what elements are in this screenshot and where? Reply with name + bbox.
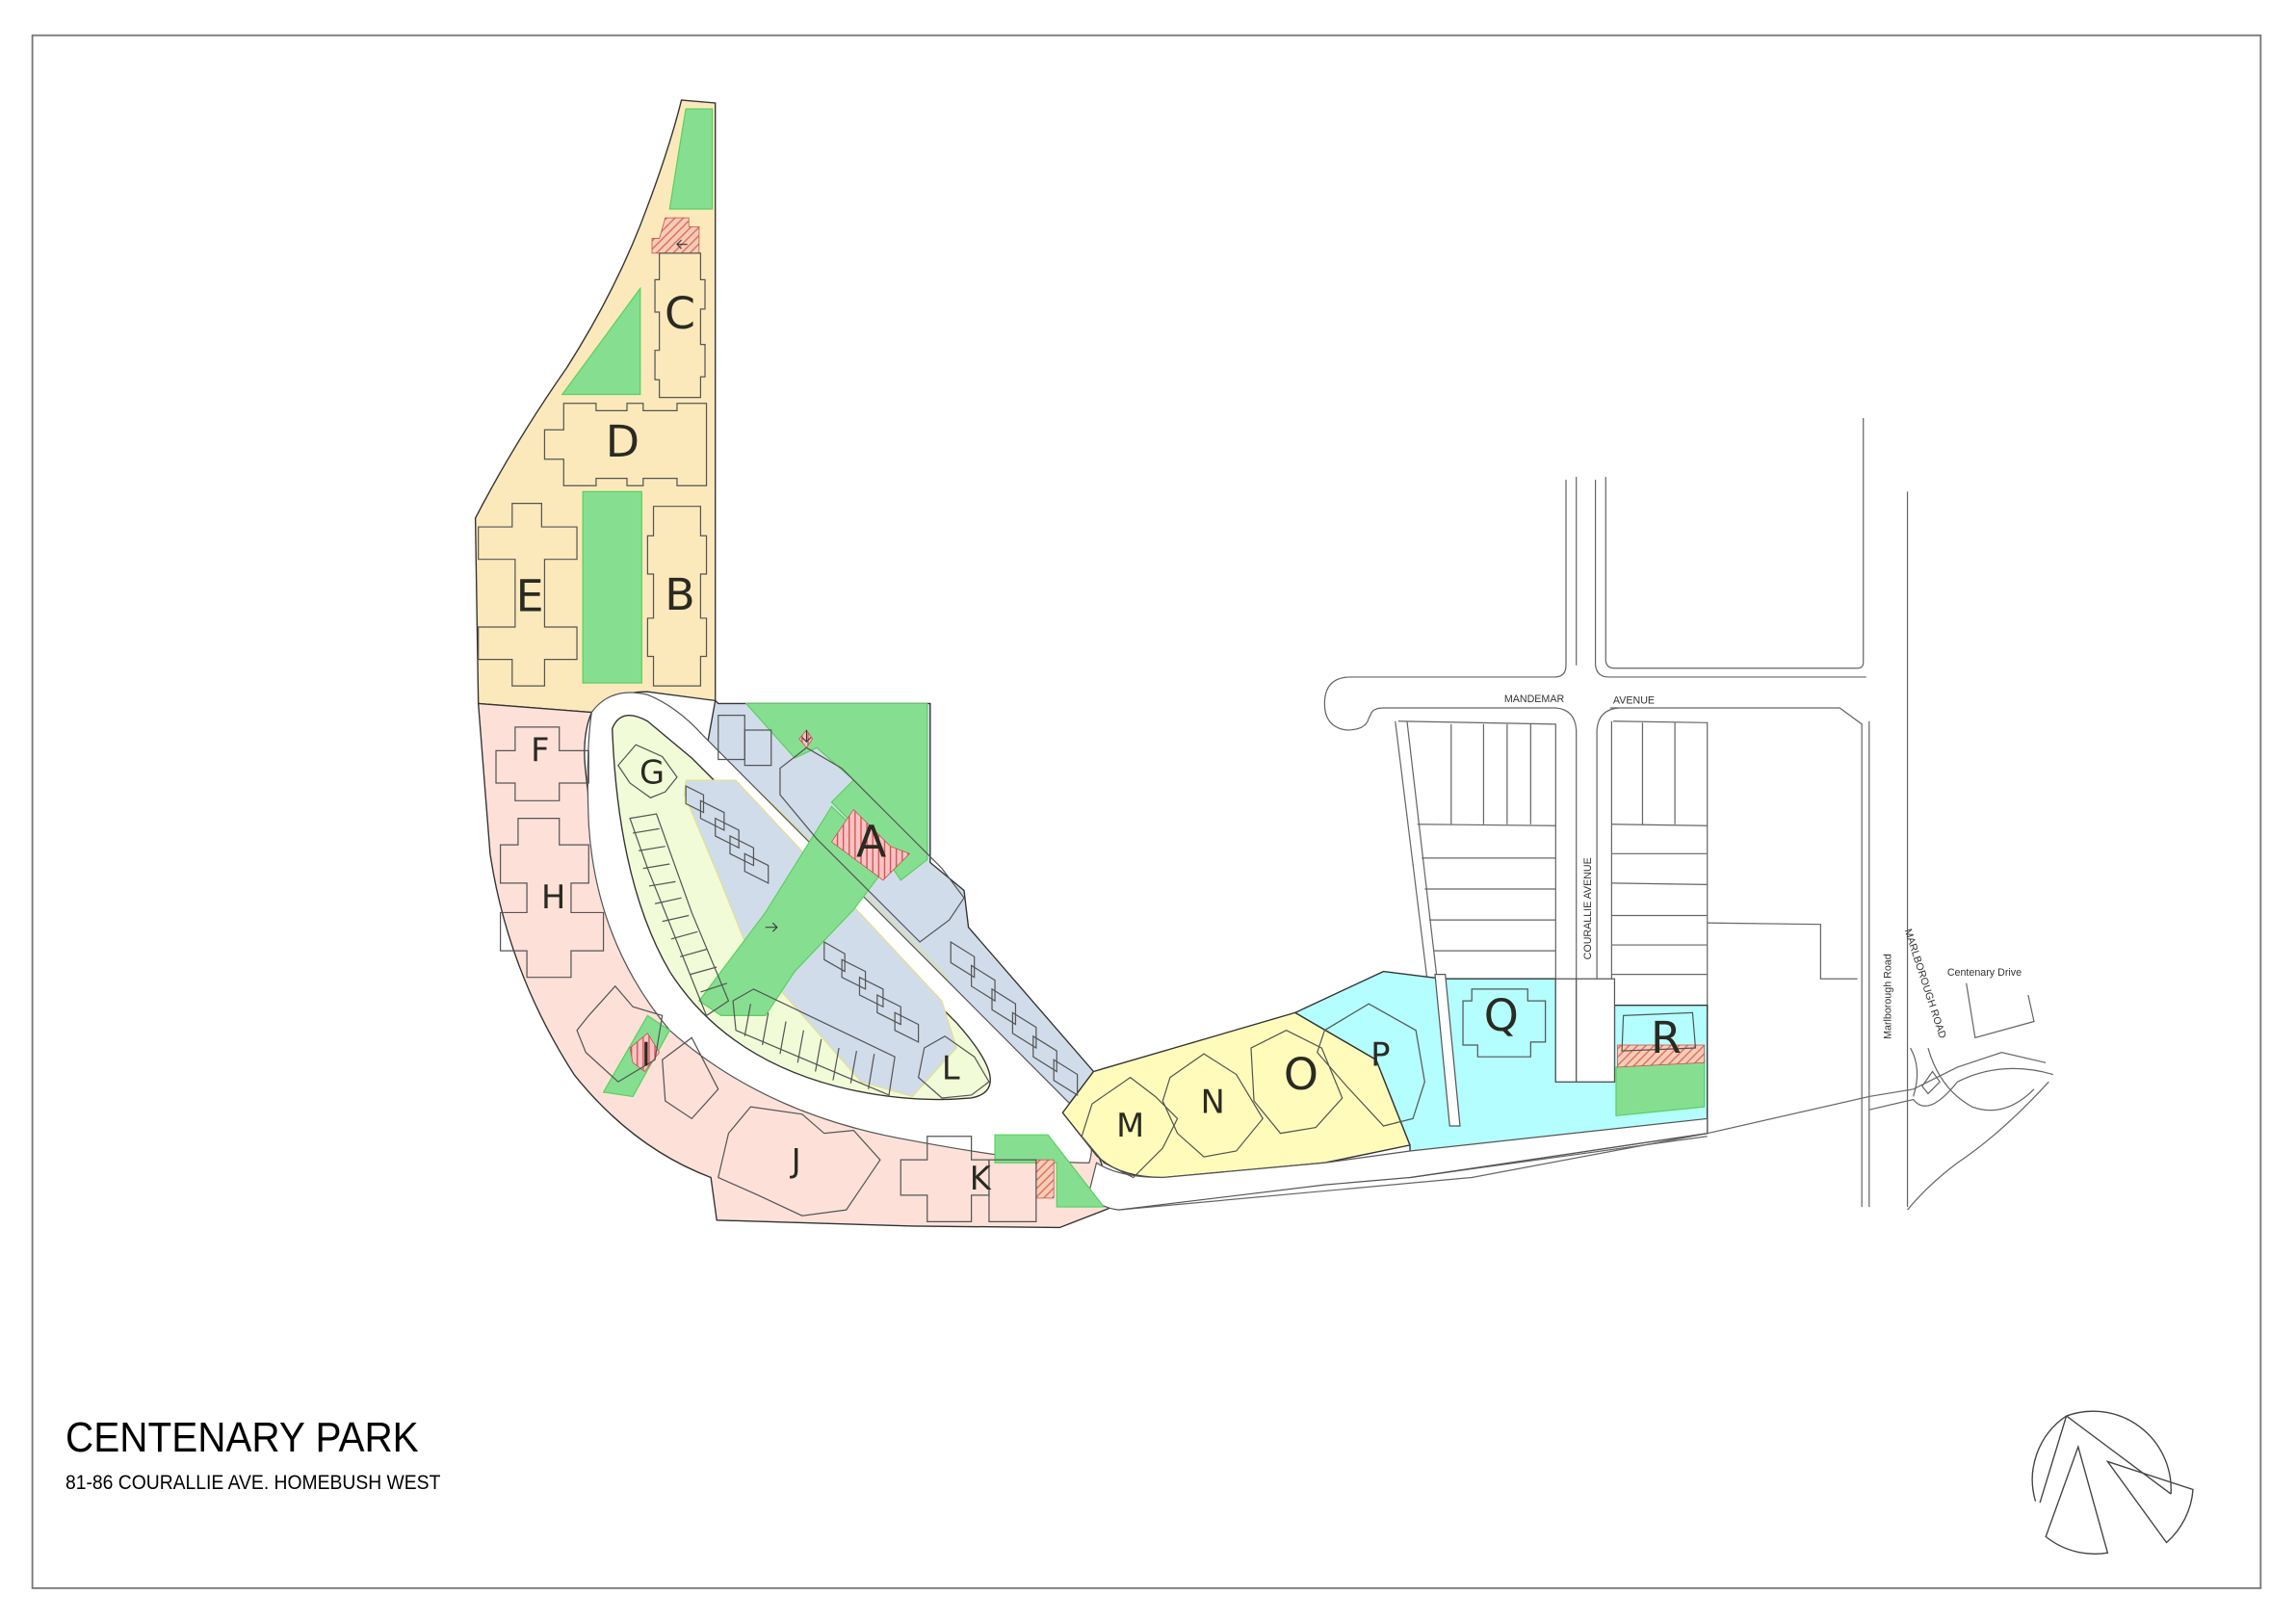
lot-label-b: B bbox=[665, 568, 694, 620]
street-label-marlborough-lower: Marlborough Road bbox=[1883, 954, 1894, 1039]
residential-lot-lines bbox=[1395, 720, 1858, 1127]
street-label-mandemar: MANDEMAR bbox=[1504, 693, 1565, 705]
open-space-diagonal bbox=[698, 805, 892, 1017]
lot-label-d: D bbox=[606, 415, 639, 467]
hatch-k bbox=[1035, 1159, 1055, 1199]
lot-label-c: C bbox=[665, 287, 695, 339]
north-arrow-icon bbox=[2031, 1410, 2194, 1555]
street-label-courallie: COURALLIE AVENUE bbox=[1582, 857, 1594, 959]
building-footprints bbox=[478, 252, 1697, 1222]
lot-label-n: N bbox=[1201, 1084, 1225, 1121]
hatch-a bbox=[830, 808, 911, 881]
lot-label-a: A bbox=[856, 816, 886, 868]
lot-label-g: G bbox=[639, 753, 665, 791]
open-space-north bbox=[668, 108, 714, 210]
direction-arrows bbox=[676, 239, 812, 932]
arrow-icon bbox=[765, 922, 778, 932]
lot-label-i: I bbox=[641, 1036, 651, 1074]
open-space-k bbox=[994, 1134, 1106, 1208]
project-address: 81-86 COURALLIE AVE. HOMEBUSH WEST bbox=[65, 1472, 441, 1494]
couralliie-avenue-road-2 bbox=[1576, 978, 1616, 1083]
lot-label-l: L bbox=[942, 1049, 960, 1086]
lot-label-q: Q bbox=[1484, 989, 1519, 1041]
open-space-be bbox=[582, 490, 642, 684]
lot-label-k: K bbox=[970, 1160, 992, 1197]
lot-label-h: H bbox=[541, 878, 565, 916]
couralliie-avenue-road bbox=[1554, 978, 1578, 1083]
lot-labels: A B C D E F G H I J K L M N O P Q R bbox=[516, 287, 1682, 1197]
open-space-r bbox=[1615, 1059, 1706, 1116]
lot-label-f: F bbox=[531, 731, 549, 769]
lot-label-p: P bbox=[1370, 1036, 1390, 1074]
drawing-frame bbox=[31, 34, 2262, 1589]
street-label-marlborough-upper: MARLBOROUGH ROAD bbox=[1902, 928, 1948, 1040]
hatch-a-top bbox=[798, 729, 814, 748]
lot-label-m: M bbox=[1116, 1107, 1144, 1144]
lot-label-o: O bbox=[1284, 1048, 1318, 1100]
arrow-icon bbox=[676, 239, 688, 249]
project-title: CENTENARY PARK bbox=[65, 1414, 419, 1461]
lot-label-r: R bbox=[1651, 1011, 1682, 1063]
open-space-areas bbox=[561, 108, 1706, 1208]
street-label-avenue: AVENUE bbox=[1613, 694, 1655, 706]
open-space-c bbox=[561, 286, 641, 396]
lot-label-j: J bbox=[790, 1142, 801, 1180]
arrow-icon bbox=[801, 729, 812, 743]
lot-boundary-strip bbox=[1434, 974, 1461, 1127]
lot-label-e: E bbox=[516, 569, 544, 621]
street-label-centenary-drive: Centenary Drive bbox=[1947, 967, 2022, 979]
